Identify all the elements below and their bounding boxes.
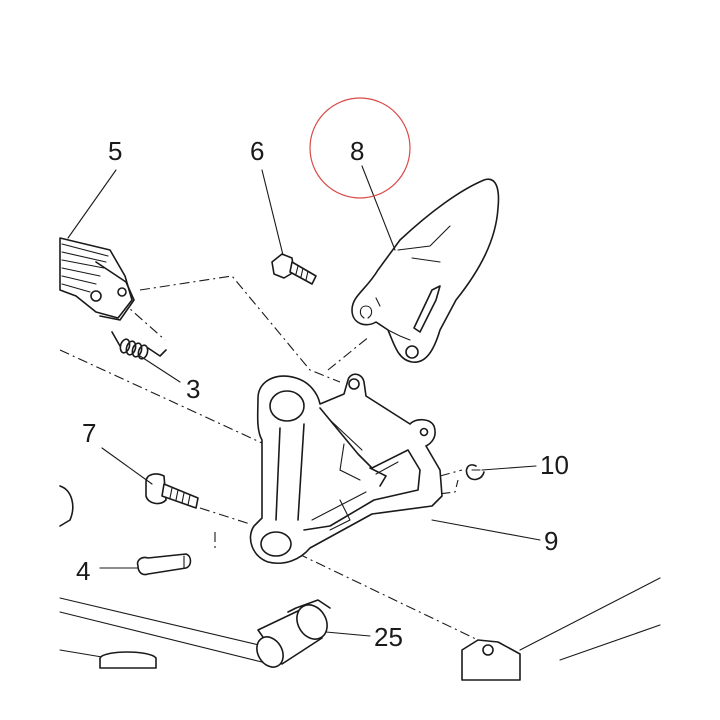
highlight-circle xyxy=(309,97,411,199)
callout-5: 5 xyxy=(108,136,122,166)
bolt-part-6 xyxy=(271,253,317,285)
partial-cover-fragment xyxy=(59,485,74,527)
spring-part-3 xyxy=(111,331,167,360)
callout-9: 9 xyxy=(544,526,558,556)
bushing-part-25 xyxy=(256,599,331,668)
callout-6: 6 xyxy=(250,136,264,166)
linkage-fragment xyxy=(461,639,521,681)
callout-7: 7 xyxy=(82,418,96,448)
clip-part-10 xyxy=(465,464,485,481)
pin-part-4 xyxy=(136,553,192,576)
heel-guard-part-8 xyxy=(351,178,500,363)
leader-lines xyxy=(67,165,541,637)
frame-outline-lines xyxy=(59,577,661,665)
footpeg-part-5 xyxy=(59,237,135,321)
stud-fragment xyxy=(99,651,157,669)
callout-25: 25 xyxy=(374,622,403,652)
callout-8: 8 xyxy=(350,136,364,166)
callout-4: 4 xyxy=(76,556,90,586)
callout-3: 3 xyxy=(186,374,200,404)
bracket-part-9 xyxy=(249,373,443,564)
bolt-part-7 xyxy=(145,473,199,509)
callout-10: 10 xyxy=(540,450,569,480)
callout-labels: 5 6 8 3 7 10 9 4 25 xyxy=(76,136,569,652)
